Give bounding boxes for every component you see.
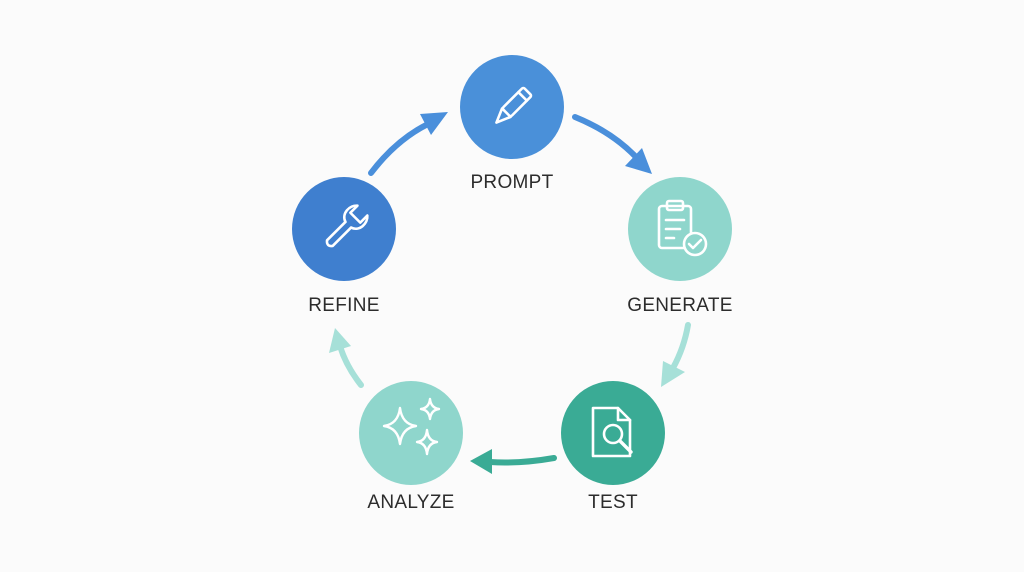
arrow-prompt-to-generate: [572, 114, 652, 174]
refine-node: [292, 177, 396, 281]
arrow-test-to-analyze: [470, 449, 557, 474]
analyze-node: [359, 381, 463, 485]
test-label: TEST: [588, 492, 638, 513]
wrench-icon: [325, 204, 369, 248]
prompt-node: [460, 55, 564, 159]
sparkles-icon: [382, 397, 441, 456]
arrow-generate-to-test: [661, 322, 691, 387]
clipboard-check-icon: [657, 199, 708, 257]
prompt-label: PROMPT: [470, 172, 554, 193]
analyze-label: ANALYZE: [367, 492, 455, 513]
pencil-icon: [495, 86, 533, 124]
document-magnifier-icon: [591, 406, 633, 458]
refine-label: REFINE: [308, 295, 380, 316]
generate-label: GENERATE: [627, 295, 733, 316]
arrow-analyze-to-refine: [329, 328, 364, 388]
arrow-refine-to-prompt: [368, 112, 448, 176]
